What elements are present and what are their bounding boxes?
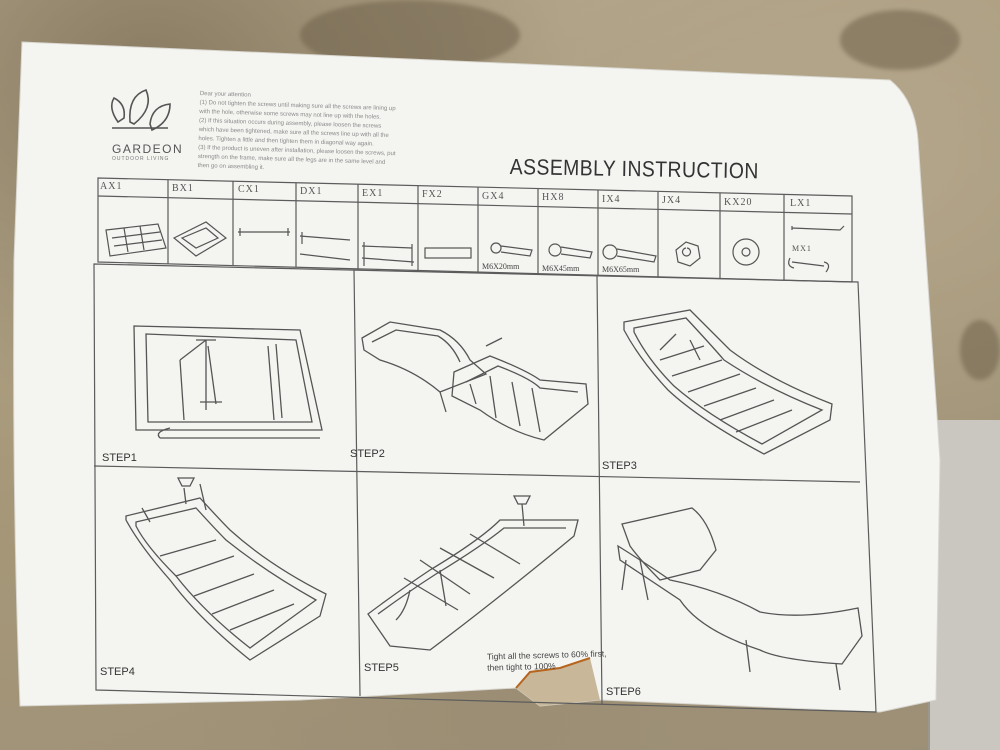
floor-stain [960,320,1000,380]
step6-diagram [617,507,863,691]
part-label-h: HX8 [542,192,565,203]
part-spec-g: M6X20mm [482,262,520,271]
part-l-allen-key [791,225,845,231]
assembly-notes: Dear your attention (1) Do not tighten t… [197,90,499,180]
step-label-4: STEP4 [100,666,135,678]
step-label-3: STEP3 [602,460,637,472]
step-label-6: STEP6 [606,686,641,698]
tear-edge [515,657,591,689]
step1-diagram [133,325,323,439]
part-label-c: CX1 [238,184,260,195]
steps-grid [93,263,877,713]
part-i-screw [602,244,657,263]
part-b-back-frame [172,221,228,257]
step5-diagram [367,495,579,651]
brand-tagline: OUTDOOR LIVING [112,156,170,162]
brand-leaf-logo [110,89,171,132]
part-d-legs [299,232,351,261]
part-k-washer [732,238,760,266]
step-label-2: STEP2 [350,448,385,460]
page-title: ASSEMBLY INSTRUCTION [509,154,760,184]
part-label-k: KX20 [724,197,753,208]
floor-stain [840,10,960,70]
part-label-l: LX1 [790,198,812,209]
step-label-5: STEP5 [364,662,399,674]
brand-name: GARDEON [112,142,184,156]
part-label-j: JX4 [662,195,682,206]
part-label-a: AX1 [100,181,123,192]
paper-tear [516,658,600,706]
part-label-m: MX1 [792,244,812,253]
tightening-tip: Tight all the screws to 60% first, then … [487,648,607,673]
part-m-wrench [788,257,830,273]
part-spec-h: M6X45mm [542,264,580,273]
part-h-screw [548,243,593,259]
part-c-bar [238,228,290,236]
part-label-b: BX1 [172,183,194,194]
part-label-e: EX1 [362,188,384,199]
part-f-bracket [424,247,472,259]
part-a-seat-frame [105,223,167,257]
step4-diagram [125,477,327,661]
step-label-1: STEP1 [102,452,137,464]
part-label-d: DX1 [300,186,323,197]
step3-diagram [623,309,833,455]
part-e-support [361,242,415,266]
part-label-i: IX4 [602,194,621,205]
part-label-g: GX4 [482,191,505,202]
part-g-screw [490,242,533,257]
part-j-nut [675,241,701,267]
part-label-f: FX2 [422,189,443,200]
step2-diagram [361,321,589,441]
part-spec-i: M6X65mm [602,265,640,274]
